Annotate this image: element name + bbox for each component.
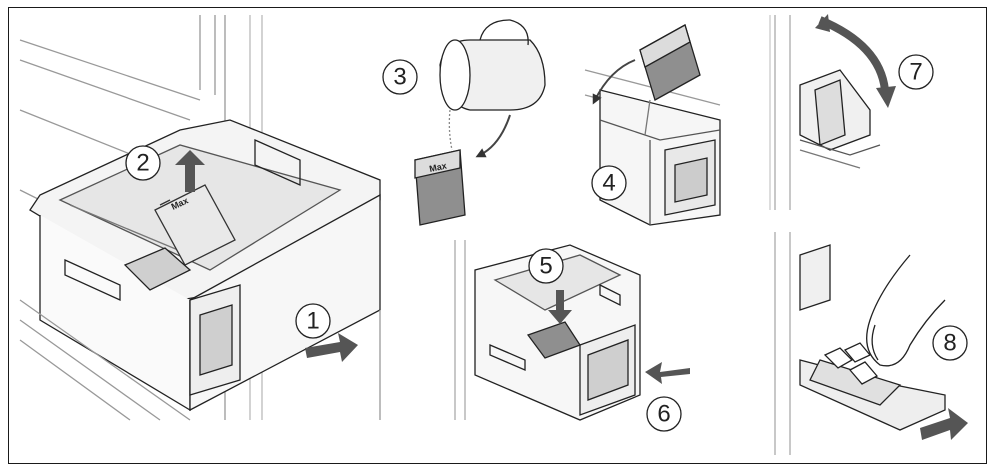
step-2-circle bbox=[125, 145, 161, 181]
panel-remove-ice bbox=[774, 232, 946, 455]
arrow-rotate-icon bbox=[818, 16, 889, 91]
step-8-label: 8 bbox=[943, 330, 956, 357]
step-5-circle bbox=[528, 248, 564, 284]
arrow-pour-icon bbox=[475, 114, 511, 158]
step-1-label: 1 bbox=[306, 308, 319, 335]
step-6-circle bbox=[646, 396, 682, 432]
step-7-label: 7 bbox=[909, 59, 922, 86]
arrow-up-icon bbox=[175, 150, 205, 192]
step-4-circle bbox=[591, 165, 627, 201]
step-markers bbox=[125, 54, 968, 432]
step-3-label: 3 bbox=[393, 64, 406, 91]
arrow-press-icon bbox=[548, 290, 572, 324]
arrow-out-icon bbox=[920, 408, 968, 440]
step-4-label: 4 bbox=[602, 170, 615, 197]
arrow-insert-icon bbox=[592, 59, 636, 105]
step-5-label: 5 bbox=[539, 253, 552, 280]
panel-fill-water bbox=[414, 19, 546, 226]
arrow-pull-icon bbox=[305, 333, 358, 362]
panel-twist-tray bbox=[774, 15, 881, 210]
step-8-circle bbox=[932, 325, 968, 361]
step-7-circle bbox=[898, 54, 934, 90]
tray-max-label-3: Max bbox=[428, 161, 447, 174]
step-1-circle bbox=[295, 303, 331, 339]
step-6-label: 6 bbox=[657, 401, 670, 428]
panel-close-drawer bbox=[454, 240, 641, 421]
arrow-push-icon bbox=[645, 362, 690, 384]
step-2-label: 2 bbox=[136, 150, 149, 177]
panel-drawer-open bbox=[19, 15, 381, 421]
step-3-circle bbox=[382, 59, 418, 95]
panel-insert-tray bbox=[584, 24, 721, 226]
